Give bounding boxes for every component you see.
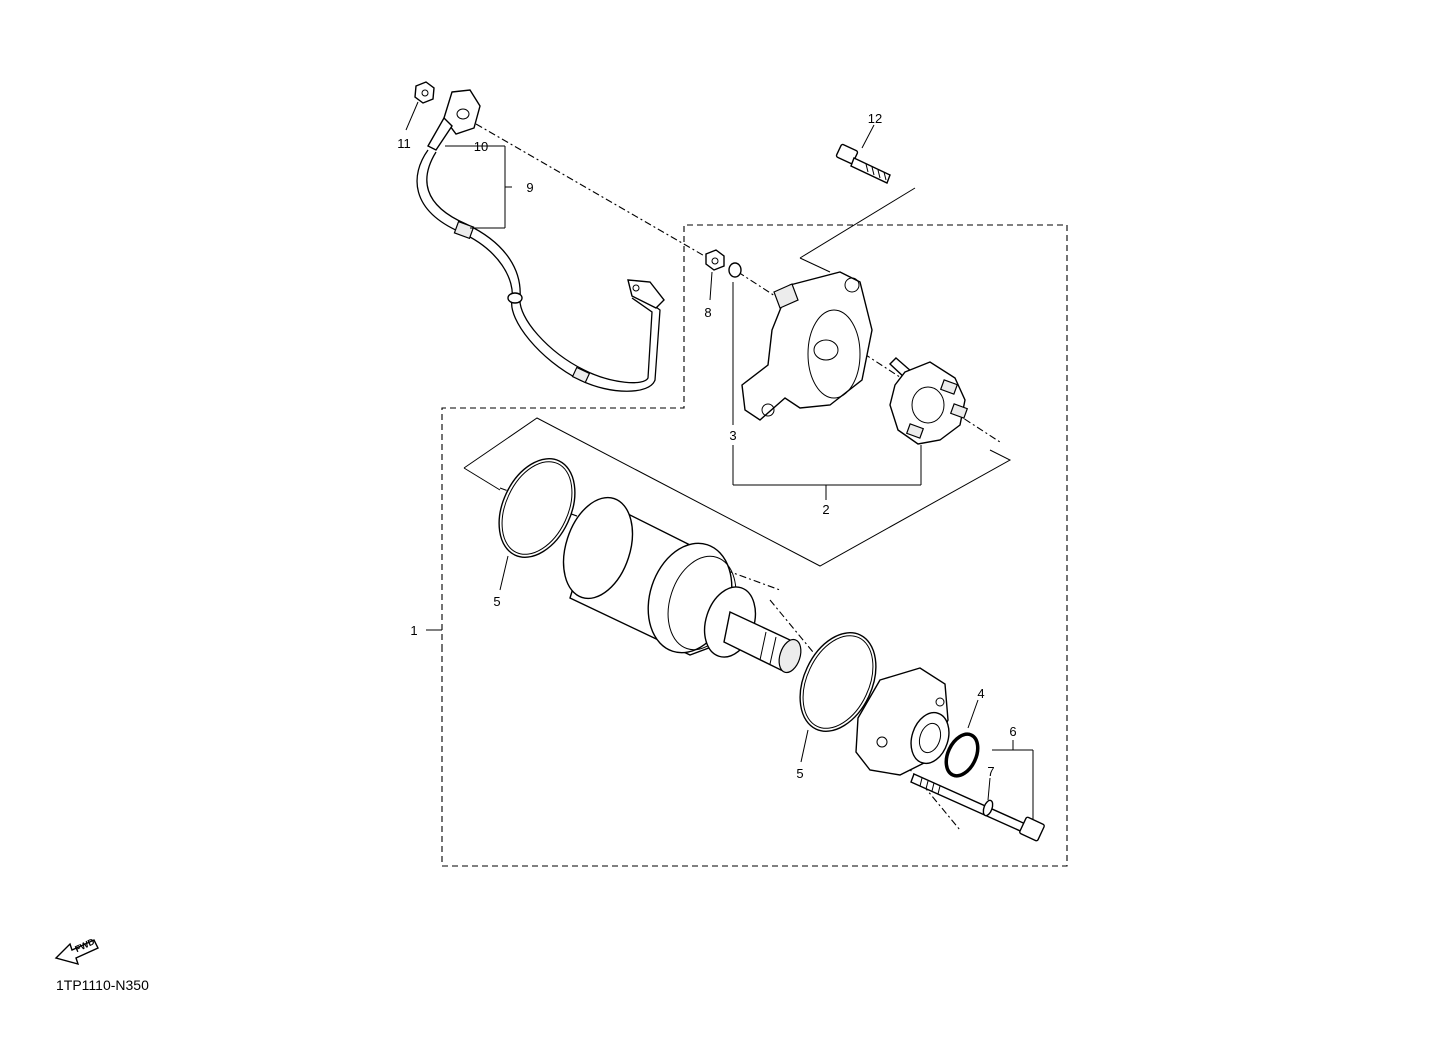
part-5-o-ring-upper[interactable] xyxy=(484,447,590,591)
callout-2: 2 xyxy=(822,502,829,517)
part-12-bolt[interactable] xyxy=(835,143,891,184)
callout-11: 11 xyxy=(397,136,411,151)
callout-9: 9 xyxy=(526,180,533,195)
callout-5-upper: 5 xyxy=(493,594,500,609)
part-8-nut[interactable] xyxy=(705,249,725,271)
fwd-arrow-icon: FWD xyxy=(54,936,99,966)
brush-set-group-box xyxy=(463,417,1012,567)
callout-3: 3 xyxy=(729,428,736,443)
part-2-brush-set[interactable] xyxy=(888,357,969,445)
callout-6-bracket xyxy=(992,740,1034,820)
motor-rear-cover[interactable] xyxy=(741,271,873,421)
part-5-o-ring-lower[interactable] xyxy=(785,621,891,763)
callout-4: 4 xyxy=(977,686,984,701)
motor-yoke[interactable] xyxy=(551,489,804,676)
part-9-starter-motor-lead[interactable] xyxy=(416,89,665,392)
motor-front-cover[interactable] xyxy=(855,667,955,776)
callout-5-lower: 5 xyxy=(796,766,803,781)
callout-2-bracket xyxy=(732,282,922,500)
part-7-o-ring-bolt[interactable] xyxy=(982,777,995,817)
callout-8: 8 xyxy=(704,305,711,320)
part-3-o-ring-small[interactable] xyxy=(728,262,742,278)
callout-leaders xyxy=(405,101,875,631)
callout-7: 7 xyxy=(987,764,994,779)
starter-motor-group-box xyxy=(441,224,1068,867)
callout-1: 1 xyxy=(410,623,417,638)
part-11-nut[interactable] xyxy=(414,81,435,104)
diagram-code: 1TP1110-N350 xyxy=(56,977,149,993)
callout-12: 12 xyxy=(868,111,882,126)
callout-6: 6 xyxy=(1009,724,1016,739)
part-4-o-ring[interactable] xyxy=(940,699,984,781)
callout-10: 10 xyxy=(474,139,488,154)
part-10-cover-bracket xyxy=(445,145,512,229)
part-6-bolt[interactable] xyxy=(910,773,1045,842)
